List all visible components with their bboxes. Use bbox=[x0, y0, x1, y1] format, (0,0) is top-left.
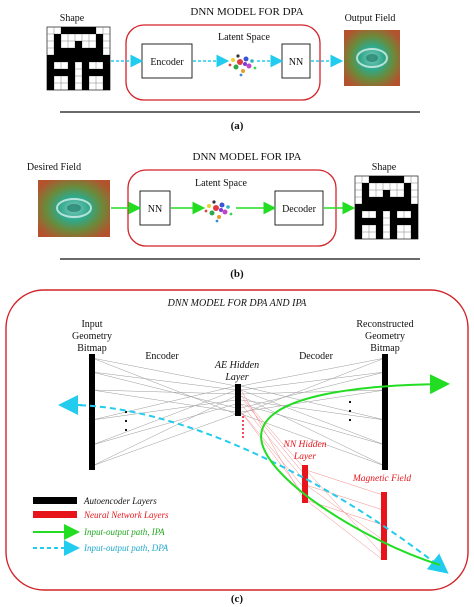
nn-label-b: NN bbox=[148, 204, 162, 215]
ellipsis-dots-left bbox=[124, 410, 128, 432]
legend-autoencoder-swatch bbox=[33, 497, 77, 504]
nn-label-a: NN bbox=[289, 57, 303, 68]
desired-field-label: Desired Field bbox=[27, 162, 81, 173]
panel-a-title: DNN MODEL FOR DPA bbox=[190, 6, 303, 18]
recon-label-line-2: Geometry bbox=[365, 331, 405, 342]
ae-hidden-layer bbox=[235, 384, 241, 416]
latent-label-a: Latent Space bbox=[218, 32, 270, 43]
legend-nn-label: Neural Network Layers bbox=[83, 510, 169, 520]
shape-bitmap-a bbox=[46, 26, 111, 91]
dpa-path bbox=[69, 404, 449, 574]
panel-a: DNN MODEL FOR DPA Shape bbox=[46, 6, 420, 132]
nn-hidden-label-line-2: Layer bbox=[293, 452, 316, 462]
ae-hidden-label-line-2: Layer bbox=[224, 372, 248, 383]
latent-space-cloud-b bbox=[204, 200, 233, 223]
nn-connections bbox=[240, 389, 384, 561]
combined-model-frame bbox=[5, 289, 469, 591]
decoder-box-b bbox=[274, 190, 324, 226]
panel-c: DNN MODEL FOR DPA AND IPA Input Geometry… bbox=[5, 289, 469, 605]
encoder-label-c: Encoder bbox=[145, 351, 179, 362]
dpa-model-frame bbox=[125, 24, 321, 101]
panel-b-caption: (b) bbox=[230, 268, 244, 280]
input-label-line-2: Geometry bbox=[72, 331, 112, 342]
decoder-label-c: Decoder bbox=[299, 351, 334, 362]
panel-a-caption: (a) bbox=[231, 120, 244, 132]
encoder-connections bbox=[91, 357, 237, 467]
latent-space-cloud-a bbox=[228, 54, 257, 77]
shape-bitmap-b bbox=[354, 175, 419, 240]
ae-hidden-label-line-1: AE Hidden bbox=[214, 360, 259, 371]
latent-label-b: Latent Space bbox=[195, 178, 247, 189]
panel-b-title: DNN MODEL FOR IPA bbox=[193, 151, 302, 163]
legend: Autoencoder Layers Neural Network Layers… bbox=[33, 496, 169, 556]
shape-label-b: Shape bbox=[372, 162, 397, 173]
input-geometry-layer bbox=[89, 354, 95, 470]
legend-ipa-label: Input-output path, IPA bbox=[83, 527, 165, 537]
decoder-connections bbox=[240, 357, 386, 467]
recon-label-line-3: Bitmap bbox=[370, 343, 399, 354]
output-field-image bbox=[344, 30, 400, 86]
nn-box-a bbox=[281, 43, 311, 79]
input-label-line-1: Input bbox=[81, 319, 102, 330]
panel-c-caption: (c) bbox=[231, 593, 244, 605]
magnetic-field-label: Magnetic Field bbox=[352, 474, 412, 484]
nn-box-b bbox=[139, 190, 171, 226]
legend-dpa-label: Input-output path, DPA bbox=[83, 543, 169, 553]
reconstructed-geometry-layer bbox=[382, 354, 388, 470]
nn-hidden-layer bbox=[302, 465, 308, 503]
encoder-label-a: Encoder bbox=[150, 57, 184, 68]
legend-nn-swatch bbox=[33, 511, 77, 518]
nn-hidden-label-line-1: NN Hidden bbox=[282, 440, 326, 450]
panel-b: DNN MODEL FOR IPA Desired Field NN Laten… bbox=[27, 151, 420, 280]
ellipsis-dots-right bbox=[348, 400, 352, 422]
panel-c-title: DNN MODEL FOR DPA AND IPA bbox=[167, 298, 308, 309]
output-field-label: Output Field bbox=[345, 13, 396, 24]
ipa-path bbox=[260, 374, 450, 566]
input-label-line-3: Bitmap bbox=[77, 343, 106, 354]
legend-autoencoder-label: Autoencoder Layers bbox=[83, 496, 157, 506]
desired-field-image bbox=[38, 180, 110, 237]
recon-label-line-1: Reconstructed bbox=[356, 319, 413, 330]
decoder-label-b: Decoder bbox=[282, 204, 317, 215]
panel-a-shape-label: Shape bbox=[60, 13, 85, 24]
